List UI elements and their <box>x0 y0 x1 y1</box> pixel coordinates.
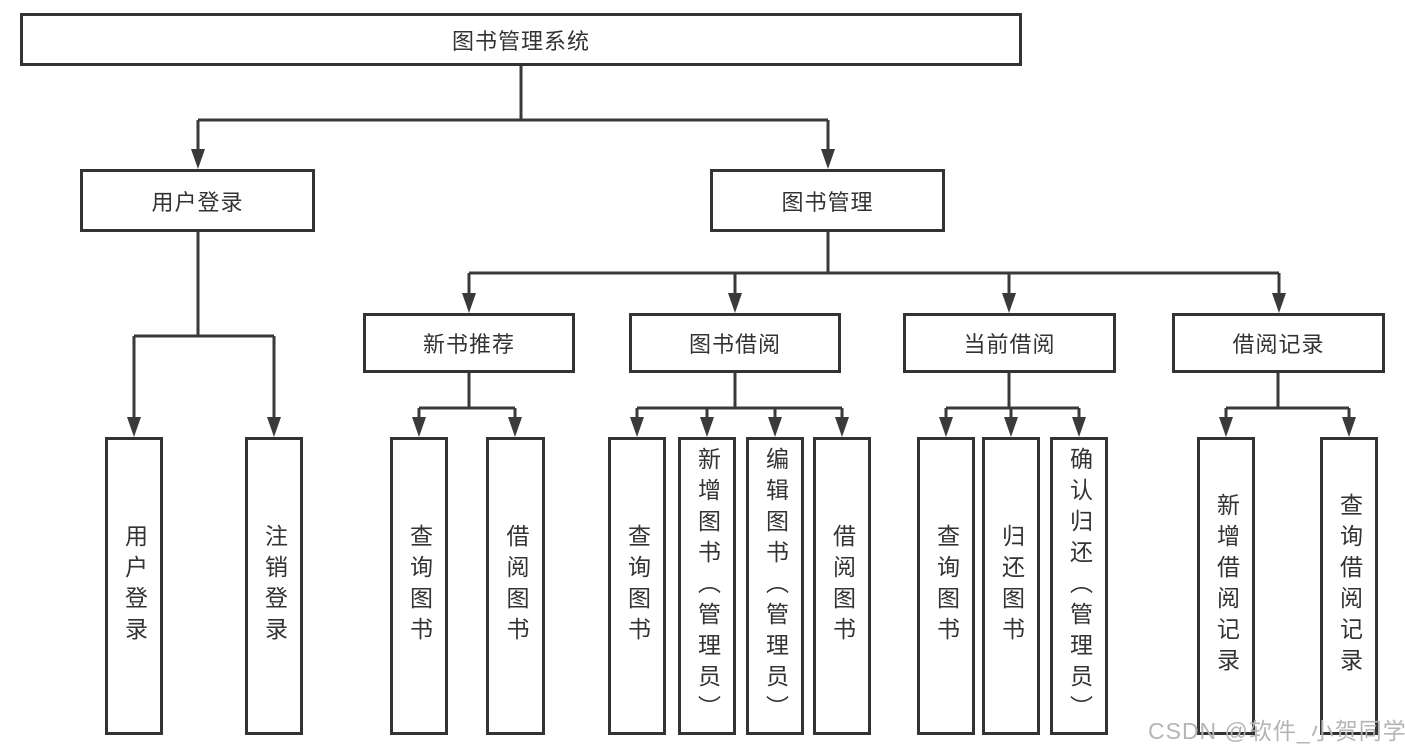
arrowhead <box>1272 293 1286 313</box>
leaf-add-book-admin: 新增图书（管理员） <box>678 437 736 735</box>
node-label: 用户登录 <box>121 524 148 648</box>
arrowhead <box>1004 417 1018 437</box>
node-label: 归还图书 <box>998 524 1025 648</box>
node-label: 注销登录 <box>261 524 288 648</box>
connector-user-login-branch <box>127 232 281 437</box>
node-label: 查询图书 <box>624 524 651 648</box>
leaf-borrow-books: 借阅图书 <box>813 437 871 735</box>
arrowhead <box>1219 417 1233 437</box>
arrowhead <box>267 417 281 437</box>
arrowhead <box>700 417 714 437</box>
node-label: 查询借阅记录 <box>1336 493 1363 679</box>
node-library-management-system: 图书管理系统 <box>20 13 1022 66</box>
leaf-add-borrow-record: 新增借阅记录 <box>1197 437 1255 735</box>
arrowhead <box>412 417 426 437</box>
connector-new-book-branch <box>412 373 522 437</box>
arrowhead <box>127 417 141 437</box>
node-label: 用户登录 <box>151 189 244 215</box>
csdn-watermark: CSDN @软件_小贺同学 <box>1148 718 1405 744</box>
node-label: 查询图书 <box>933 524 960 648</box>
node-label: 借阅记录 <box>1232 332 1325 357</box>
arrowhead <box>462 293 476 313</box>
connector-current-borrow-branch <box>939 373 1086 437</box>
node-label: 新书推荐 <box>422 332 515 357</box>
connector-book-management-branch <box>462 232 1286 313</box>
node-label: 编辑图书（管理员） <box>762 446 789 726</box>
leaf-borrow-books-recommend: 借阅图书 <box>486 437 545 735</box>
node-book-management: 图书管理 <box>710 169 945 232</box>
node-label: 新增图书（管理员） <box>694 446 721 726</box>
leaf-user-login: 用户登录 <box>105 437 163 735</box>
node-user-login: 用户登录 <box>80 169 315 232</box>
arrowhead <box>1342 417 1356 437</box>
arrowhead <box>821 149 835 169</box>
arrowhead <box>939 417 953 437</box>
node-new-book-recommend: 新书推荐 <box>363 313 575 373</box>
node-label: 借阅图书 <box>503 524 529 648</box>
arrowhead <box>1002 293 1016 313</box>
arrowhead <box>508 417 522 437</box>
leaf-query-books-borrow: 查询图书 <box>608 437 666 735</box>
node-current-borrow: 当前借阅 <box>903 313 1116 373</box>
leaf-return-books: 归还图书 <box>982 437 1040 735</box>
node-book-borrow: 图书借阅 <box>629 313 841 373</box>
arrowhead <box>835 417 849 437</box>
node-label: 图书管理系统 <box>451 28 590 54</box>
node-borrow-records: 借阅记录 <box>1172 313 1385 373</box>
leaf-edit-book-admin: 编辑图书（管理员） <box>746 437 804 735</box>
node-label: 当前借阅 <box>963 332 1056 357</box>
node-label: 图书管理 <box>781 189 874 215</box>
arrowhead <box>768 417 782 437</box>
leaf-logout: 注销登录 <box>245 437 303 735</box>
node-label: 图书借阅 <box>688 332 781 357</box>
connector-book-borrow-branch <box>630 373 849 437</box>
node-label: 查询图书 <box>406 524 433 648</box>
leaf-query-borrow-record: 查询借阅记录 <box>1320 437 1378 735</box>
arrowhead <box>728 293 742 313</box>
node-label: 新增借阅记录 <box>1213 493 1240 679</box>
connector-borrow-records-branch <box>1219 373 1356 437</box>
leaf-query-books-recommend: 查询图书 <box>390 437 448 735</box>
arrowhead <box>1072 417 1086 437</box>
arrowhead <box>191 149 205 169</box>
leaf-confirm-return-admin: 确认归还（管理员） <box>1050 437 1108 735</box>
connector-root-to-level2 <box>191 66 835 169</box>
node-label: 借阅图书 <box>829 524 856 648</box>
leaf-query-books-current: 查询图书 <box>917 437 975 735</box>
node-label: 确认归还（管理员） <box>1066 446 1093 726</box>
arrowhead <box>630 417 644 437</box>
